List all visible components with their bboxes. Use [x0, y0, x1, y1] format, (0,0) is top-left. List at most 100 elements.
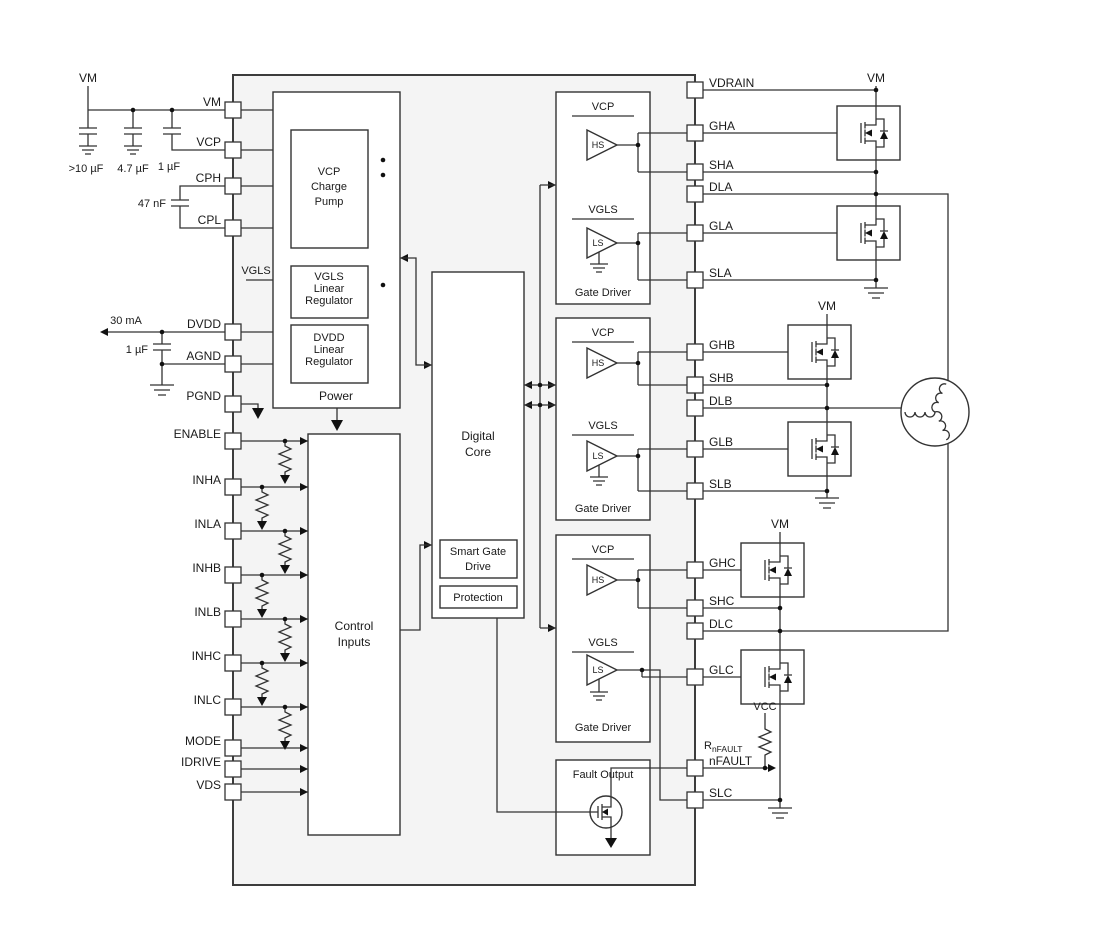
ls-driver-amp [586, 439, 619, 473]
power-block-title: Power [319, 389, 353, 403]
svg-text:Control: Control [335, 619, 374, 633]
svg-text:INHC: INHC [192, 649, 222, 663]
svg-text:SLB: SLB [709, 477, 732, 491]
svg-text:Regulator: Regulator [305, 356, 353, 368]
nfault-resistor-label: RnFAULT [704, 740, 743, 754]
svg-text:INLC: INLC [194, 693, 222, 707]
svg-text:VCP: VCP [592, 544, 615, 556]
protection-block: Protection [439, 585, 518, 609]
svg-text:Inputs: Inputs [338, 635, 371, 649]
input-pulldown-resistors [255, 442, 292, 750]
pin-shc: SHC [686, 594, 735, 617]
pin-idrive: IDRIVE [181, 755, 242, 778]
svg-text:INLA: INLA [194, 517, 221, 531]
svg-text:CPL: CPL [198, 213, 222, 227]
pin-vdrain: VDRAIN [686, 76, 754, 99]
svg-text:SLA: SLA [709, 266, 732, 280]
pin-mode: MODE [185, 734, 242, 757]
svg-text:GHB: GHB [709, 338, 735, 352]
pin-dlb: DLB [686, 394, 732, 417]
pin-inhb: INHB [192, 561, 242, 584]
svg-text:VDS: VDS [196, 778, 221, 792]
svg-text:Linear: Linear [314, 283, 345, 295]
svg-text:Fault Output: Fault Output [573, 769, 634, 781]
pin-inla: INLA [194, 517, 242, 540]
svg-text:VDRAIN: VDRAIN [709, 76, 754, 90]
motor-symbol [900, 377, 970, 447]
phase-b-mosfets: VM [787, 299, 852, 509]
pin-slb: SLB [686, 477, 732, 500]
svg-text:Regulator: Regulator [305, 295, 353, 307]
pin-cph: CPH [196, 171, 242, 195]
pin-slc: SLC [686, 786, 733, 809]
svg-text:CPH: CPH [196, 171, 221, 185]
phase-a-mosfets: VM [836, 71, 901, 299]
dvdd-regulator-block: DVDD Linear Regulator [290, 324, 369, 384]
pin-ghb: GHB [686, 338, 735, 361]
pin-enable: ENABLE [174, 427, 242, 450]
bulk-cap-label: >10 µF [69, 163, 104, 175]
ls-driver-amp [586, 226, 619, 260]
svg-text:LS: LS [592, 238, 603, 248]
svg-text:VCP: VCP [592, 101, 615, 113]
svg-text:VM: VM [203, 95, 221, 109]
svg-text:nFAULT: nFAULT [709, 754, 753, 768]
vm-phase-c-label: VM [771, 517, 789, 531]
mid-cap-label: 4.7 µF [117, 163, 149, 175]
ground-symbol [149, 384, 175, 396]
svg-text:DVDD: DVDD [313, 332, 344, 344]
nfault-pullup-resistor [758, 725, 772, 759]
power-feed-arrow [331, 420, 343, 431]
svg-text:ENABLE: ENABLE [174, 427, 221, 441]
phase-c-mosfets: VM [740, 517, 805, 819]
svg-text:Charge: Charge [311, 181, 347, 193]
vgls-net-label: VGLS [241, 265, 270, 277]
pin-sla: SLA [686, 266, 732, 289]
svg-text:GLC: GLC [709, 663, 734, 677]
gate-driver-c-block: VCP VGLS HS LS Gate Driver [555, 534, 687, 801]
hs-driver-amp [586, 563, 619, 597]
svg-text:IDRIVE: IDRIVE [181, 755, 221, 769]
dvdd-current-label: 30 mA [110, 315, 142, 327]
fault-ground-arrow [605, 838, 617, 848]
nfault-pullup: VCC RnFAULT [704, 701, 777, 772]
pin-shb: SHB [686, 371, 734, 394]
svg-text:VGLS: VGLS [588, 420, 617, 432]
pin-glc: GLC [686, 663, 734, 686]
svg-text:LS: LS [592, 451, 603, 461]
mosfet-b-high-box [787, 324, 852, 380]
vm-phase-b-label: VM [818, 299, 836, 313]
ls-driver-amp [586, 653, 619, 687]
right-pins: VDRAIN GHA SHA DLA GLA SLA GHB SHB DLB G… [686, 76, 754, 809]
svg-text:Pump: Pump [315, 196, 344, 208]
svg-text:HS: HS [592, 358, 605, 368]
svg-text:VCP: VCP [196, 135, 221, 149]
svg-text:HS: HS [592, 575, 605, 585]
smart-gate-drive-block: Smart Gate Drive [439, 539, 518, 579]
ground-symbol [78, 145, 98, 155]
svg-text:GHC: GHC [709, 556, 736, 570]
hs-driver-amp [586, 128, 619, 162]
svg-text:SLC: SLC [709, 786, 733, 800]
svg-text:AGND: AGND [186, 349, 221, 363]
svg-text:VGLS: VGLS [314, 271, 343, 283]
ground-symbol [767, 807, 793, 819]
pin-sha: SHA [686, 158, 734, 181]
pin-agnd: AGND [186, 349, 242, 373]
vm-supply-label: VM [79, 71, 97, 85]
svg-text:GLA: GLA [709, 219, 733, 233]
svg-text:VCP: VCP [592, 327, 615, 339]
svg-text:SHC: SHC [709, 594, 735, 608]
svg-text:Gate Driver: Gate Driver [575, 503, 632, 515]
left-pins: VM VCP CPH CPL DVDD AGND PGND ENABLE INH… [174, 95, 242, 801]
svg-text:LS: LS [592, 665, 603, 675]
vgls-regulator-block: VGLS Linear Regulator [290, 265, 369, 319]
pin-inlb: INLB [194, 605, 242, 628]
pin-inha: INHA [192, 473, 242, 496]
current-arrow-left [100, 328, 108, 336]
pin-nfault: nFAULT [686, 754, 753, 777]
ground-symbol [863, 287, 889, 299]
svg-text:SHB: SHB [709, 371, 734, 385]
pin-gha: GHA [686, 119, 735, 142]
